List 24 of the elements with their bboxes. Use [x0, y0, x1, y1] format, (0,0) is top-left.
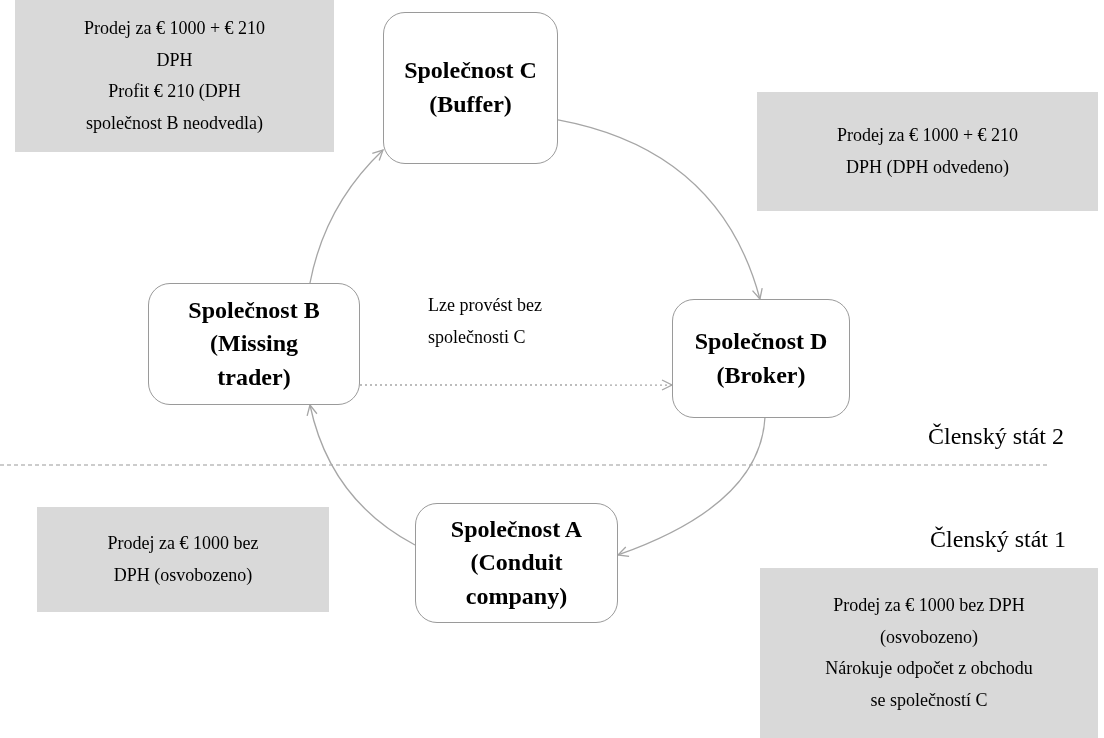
- arrow: [306, 404, 416, 546]
- arrow: [557, 119, 763, 300]
- entity-box: [672, 299, 850, 418]
- note-text: Prodej za € 1000 + € 210 DPH (DPH odvedeno): [835, 124, 1020, 179]
- note-box: [757, 92, 1098, 211]
- region-label: Členský stát 2: [928, 423, 1064, 450]
- note-box: [15, 0, 334, 152]
- note-text: Profit € 210 (DPH společnost B neodvedla): [85, 80, 264, 135]
- arrow: [309, 149, 384, 284]
- entity-name: Společnost B (Missing trader): [187, 295, 321, 392]
- note-text: Nárokuje odpočet z obchodu se společností C: [824, 657, 1034, 712]
- arrow: [359, 379, 673, 391]
- note-box: [37, 507, 329, 612]
- entity-name: Společnost C (Buffer): [403, 56, 538, 119]
- note-box: [760, 568, 1098, 738]
- entity-name: Společnost A (Conduit company): [449, 514, 584, 611]
- note-text: Prodej za € 1000 + € 210 DPH: [82, 17, 267, 72]
- note-text: Prodej za € 1000 bez DPH (osvobozeno): [832, 594, 1026, 649]
- entity-box: [383, 12, 558, 164]
- entity-name: Společnost D (Broker): [693, 326, 829, 390]
- entity-box: [415, 503, 618, 623]
- arrow: [617, 417, 766, 557]
- note-text: Prodej za € 1000 bez DPH (osvobozeno): [106, 532, 260, 587]
- entity-box: [148, 283, 360, 405]
